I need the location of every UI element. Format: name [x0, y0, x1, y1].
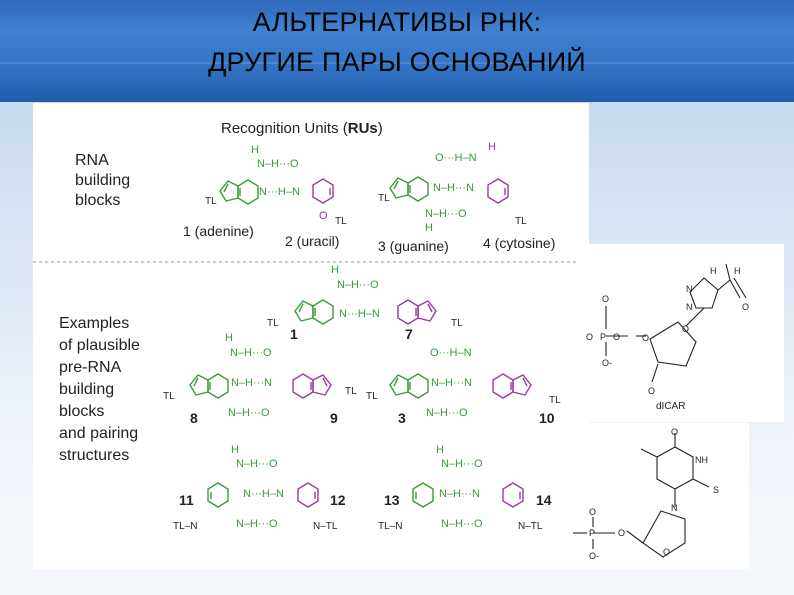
svg-text:N: N [671, 503, 678, 513]
rna-building-blocks-label: RNA building blocks [75, 152, 135, 209]
title-bar [0, 0, 794, 102]
label-1: 1 [290, 326, 298, 342]
svg-text:O···H–N: O···H–N [430, 347, 472, 359]
svg-text:TL–N: TL–N [378, 521, 402, 532]
dicar-label: dICAR [656, 401, 685, 412]
svg-text:N–H···O: N–H···O [337, 279, 379, 291]
svg-text:O-: O- [589, 551, 599, 561]
thio-nucleotide-drawing: O NH S N O O O P O- [573, 427, 719, 561]
svg-text:N···H–N: N···H–N [243, 488, 284, 500]
svg-text:N···H–N: N···H–N [339, 308, 380, 320]
svg-text:N: N [686, 302, 693, 312]
svg-text:H: H [225, 332, 233, 344]
svg-text:P: P [600, 332, 606, 342]
pre-rna-label: Examples of plausible pre-RNA building b… [59, 315, 144, 464]
figure-drawing: Recognition Units (RUs) RNA building blo… [33, 120, 589, 532]
guanine-cytosine-pair: O···H–N H N–H···N N–H···O H TL TL [378, 141, 527, 234]
pair-3-10: O···H–N N–H···N N–H···O TL TL [366, 347, 561, 419]
svg-text:H: H [425, 222, 433, 234]
slide-title-line-1: АЛЬТЕРНАТИВЫ РНК: [252, 7, 542, 37]
svg-text:O···H–N: O···H–N [435, 152, 477, 164]
svg-text:N–H···N: N–H···N [439, 488, 480, 500]
svg-text:N–H···O: N–H···O [236, 518, 278, 530]
svg-text:H: H [251, 144, 259, 156]
svg-text:N–H···O: N–H···O [441, 518, 483, 530]
svg-text:O: O [602, 294, 609, 304]
svg-text:N–TL: N–TL [313, 521, 338, 532]
svg-text:O: O [648, 386, 655, 396]
svg-text:H: H [331, 264, 339, 276]
caption-cytosine: 4 (cytosine) [483, 235, 555, 251]
svg-text:N–H···O: N–H···O [228, 407, 270, 419]
svg-text:N–H···N: N–H···N [433, 182, 474, 194]
caption-adenine: 1 (adenine) [183, 223, 254, 239]
svg-text:TL: TL [205, 196, 217, 207]
caption-uracil: 2 (uracil) [285, 233, 339, 249]
svg-text:H: H [710, 266, 717, 276]
svg-text:TL: TL [451, 318, 463, 329]
pair-11-12: H N–H···O N···H–N N–H···O TL–N N–TL [173, 444, 338, 532]
base-pair-figure: Recognition Units (RUs) RNA building blo… [33, 103, 589, 569]
svg-text:O: O [586, 332, 593, 342]
dicar-structure: O P O O O- O O N N H H O O dICAR [578, 244, 784, 422]
svg-text:N–H···O: N–H···O [426, 407, 468, 419]
svg-text:TL: TL [378, 193, 390, 204]
pair-1-7: H N–H···O N···H–N TL TL [267, 264, 463, 329]
thio-nucleotide-structure: O NH S N O O O P O- [563, 423, 749, 569]
svg-text:H: H [488, 141, 496, 153]
svg-text:O: O [663, 547, 670, 557]
svg-text:TL: TL [515, 216, 527, 227]
adenine-uracil-pair: H N–H···O N···H–N TL TL O [205, 144, 347, 227]
svg-text:O: O [642, 333, 649, 343]
svg-text:O: O [618, 528, 625, 538]
dicar-drawing: O P O O O- O O N N H H O O dICAR [586, 263, 749, 412]
figure-heading: Recognition Units (RUs) [221, 120, 383, 137]
slide-title-line-2: ДРУГИЕ ПАРЫ ОСНОВАНИЙ [208, 47, 586, 77]
svg-text:H: H [734, 266, 741, 276]
svg-text:O: O [613, 332, 620, 342]
label-9: 9 [330, 410, 338, 426]
svg-text:N–H···O: N–H···O [257, 158, 299, 170]
svg-text:TL: TL [267, 318, 279, 329]
svg-text:O: O [682, 324, 689, 334]
label-12: 12 [330, 492, 346, 508]
svg-text:O: O [319, 210, 328, 222]
svg-text:O: O [742, 302, 749, 312]
svg-text:N–TL: N–TL [518, 521, 543, 532]
svg-text:N–H···N: N–H···N [231, 377, 272, 389]
label-7: 7 [405, 326, 413, 342]
svg-text:TL: TL [366, 391, 378, 402]
svg-text:O: O [671, 427, 678, 437]
label-10: 10 [539, 410, 555, 426]
svg-text:N–H···O: N–H···O [441, 458, 483, 470]
pair-8-9: H N–H···O N–H···N N–H···O TL TL [163, 332, 357, 419]
svg-text:TL: TL [345, 386, 357, 397]
svg-text:TL–N: TL–N [173, 521, 197, 532]
svg-text:N–H···O: N–H···O [425, 208, 467, 220]
svg-text:S: S [713, 485, 719, 495]
svg-text:O-: O- [602, 358, 612, 368]
svg-text:N–H···O: N–H···O [236, 458, 278, 470]
label-11: 11 [179, 492, 194, 508]
svg-text:NH: NH [695, 455, 708, 465]
caption-guanine: 3 (guanine) [378, 238, 449, 254]
svg-text:N–H···N: N–H···N [431, 377, 472, 389]
svg-text:P: P [589, 528, 595, 538]
label-13: 13 [384, 492, 400, 508]
svg-text:TL: TL [163, 391, 175, 402]
svg-text:N···H–N: N···H–N [259, 186, 300, 198]
svg-text:TL: TL [335, 216, 347, 227]
svg-text:N–H···O: N–H···O [230, 347, 272, 359]
pair-13-14: H N–H···O N–H···N N–H···O TL–N N–TL [378, 444, 543, 532]
svg-text:H: H [436, 444, 444, 456]
svg-text:TL: TL [549, 395, 561, 406]
label-3: 3 [398, 410, 406, 426]
svg-text:O: O [589, 507, 596, 517]
svg-text:N: N [686, 284, 693, 294]
label-8: 8 [190, 410, 198, 426]
svg-text:H: H [231, 444, 239, 456]
label-14: 14 [536, 492, 552, 508]
